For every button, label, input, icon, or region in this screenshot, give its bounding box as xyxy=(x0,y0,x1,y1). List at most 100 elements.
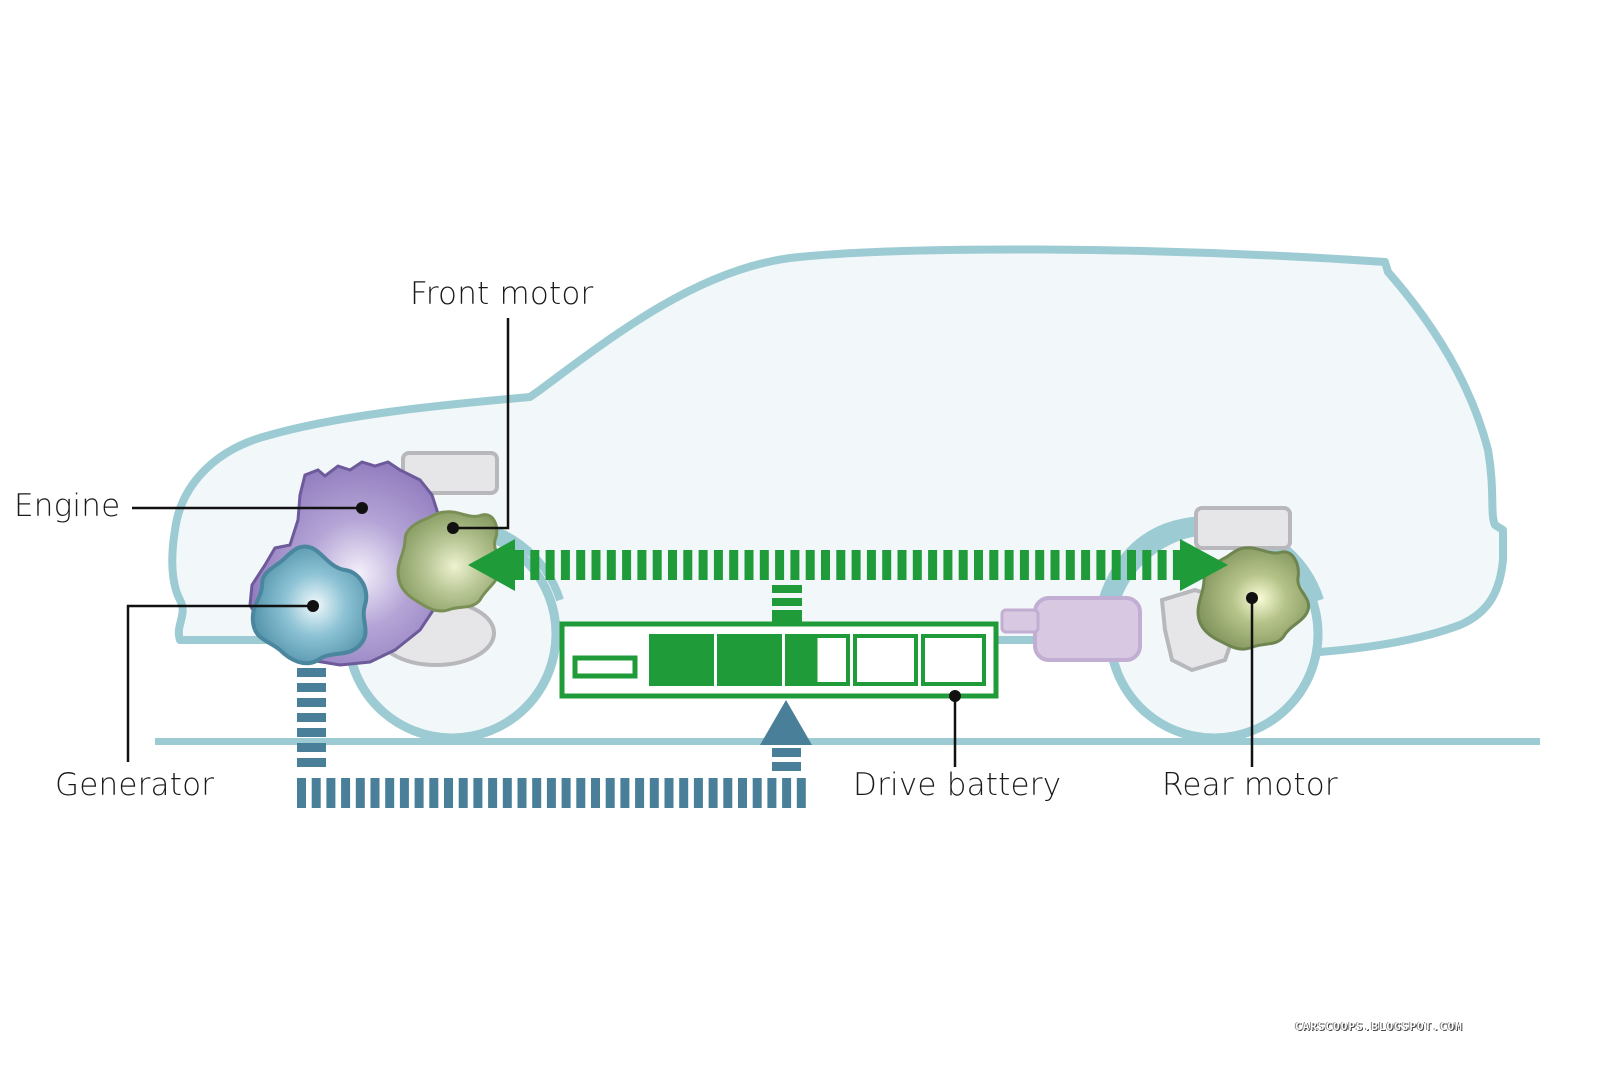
flow-dash xyxy=(928,550,938,580)
flow-dash xyxy=(958,550,968,580)
flow-dash xyxy=(805,550,815,580)
engine-dot xyxy=(356,502,368,514)
flow-dash xyxy=(1065,550,1075,580)
flow-dash xyxy=(851,550,861,580)
flow-dash xyxy=(546,778,556,808)
flow-dash xyxy=(943,550,953,580)
flow-dash xyxy=(912,550,922,580)
flow-dash-vertical xyxy=(772,748,801,757)
flow-dash-vertical xyxy=(772,762,801,771)
flow-arrowhead-front xyxy=(468,539,515,591)
flow-dash xyxy=(1127,550,1136,580)
battery-cell xyxy=(853,634,918,686)
flow-dash xyxy=(576,550,586,580)
generator-dot xyxy=(307,600,319,612)
ground-line xyxy=(155,738,1540,745)
flow-dash xyxy=(591,778,600,808)
flow-dash xyxy=(836,550,846,580)
flow-dash-vertical xyxy=(297,668,326,677)
flow-dash xyxy=(1172,550,1182,580)
flow-dash xyxy=(1142,550,1152,580)
generator-leader xyxy=(126,604,313,762)
battery-cell-fill xyxy=(651,636,712,684)
flow-dash xyxy=(561,778,571,808)
flow-dash xyxy=(622,550,632,580)
battery-dot xyxy=(949,690,961,702)
flow-dash xyxy=(775,550,785,580)
flow-dash xyxy=(311,778,321,808)
flow-dash xyxy=(605,778,615,808)
flow-dash xyxy=(693,778,703,808)
flow-dash xyxy=(532,778,542,808)
flow-dash xyxy=(1050,550,1060,580)
label-generator: Generator xyxy=(55,767,215,803)
flow-dash-vertical xyxy=(297,713,326,722)
flow-dash xyxy=(591,550,601,580)
flow-dash xyxy=(882,550,892,580)
label-rear-motor: Rear motor xyxy=(1162,767,1338,803)
flow-dash xyxy=(515,550,524,580)
flow-dash xyxy=(698,550,708,580)
flow-dash xyxy=(713,550,723,580)
flow-dash xyxy=(767,778,777,808)
flow-dash xyxy=(683,550,693,580)
flow-dash xyxy=(1111,550,1121,580)
flow-dash xyxy=(576,778,586,808)
generator-to-battery-flow xyxy=(297,668,806,808)
flow-dash xyxy=(560,550,570,580)
flow-dash xyxy=(1157,550,1167,580)
flow-dash xyxy=(458,778,468,808)
battery-cell-fill xyxy=(787,636,818,684)
flow-dash xyxy=(1004,550,1014,580)
flow-dash-vertical xyxy=(297,683,326,692)
flow-dash xyxy=(664,778,674,808)
flow-dash xyxy=(414,778,424,808)
flow-dash xyxy=(297,778,306,808)
flow-dash xyxy=(723,778,733,808)
flow-dash xyxy=(897,550,907,580)
battery-terminal xyxy=(572,655,638,679)
flow-dash xyxy=(759,550,769,580)
flow-dash xyxy=(517,778,527,808)
label-engine: Engine xyxy=(14,488,121,524)
flow-arrowhead-rear xyxy=(1180,539,1228,591)
flow-dash xyxy=(341,778,351,808)
flow-dash xyxy=(989,550,999,580)
flow-dash xyxy=(385,778,395,808)
flow-dash xyxy=(790,550,800,580)
flow-dash xyxy=(708,778,718,808)
flow-dash xyxy=(738,778,747,808)
watermark: CARSCOOPS.BLOGSPOT.COM xyxy=(1295,1020,1463,1033)
flow-dash xyxy=(399,778,409,808)
flow-dash xyxy=(1019,550,1029,580)
battery-cell xyxy=(921,634,986,686)
flow-dash-vertical xyxy=(297,743,326,752)
front-motor-leader xyxy=(453,318,510,530)
flow-dash xyxy=(429,778,439,808)
flow-dash xyxy=(752,778,762,808)
leader-dots xyxy=(307,502,1258,702)
flow-dash xyxy=(821,550,830,580)
drive-battery xyxy=(559,621,999,699)
flow-dash xyxy=(635,778,645,808)
flow-dash xyxy=(729,550,739,580)
flow-dash xyxy=(370,778,380,808)
flow-dash xyxy=(679,778,689,808)
flow-dash xyxy=(326,778,336,808)
flow-dash xyxy=(744,550,754,580)
battery-cell-fill xyxy=(719,636,780,684)
front-motor-dot xyxy=(447,522,459,534)
flow-dash xyxy=(545,550,555,580)
flow-arrowhead-battery xyxy=(760,700,812,745)
flow-dash xyxy=(1081,550,1091,580)
rear-tank xyxy=(1033,596,1142,662)
flow-dash xyxy=(866,550,876,580)
rear-motor-dot xyxy=(1246,592,1258,604)
flow-dash xyxy=(444,778,453,808)
label-front-motor: Front motor xyxy=(410,276,594,312)
leader-lines xyxy=(126,318,1254,767)
battery-to-motors-flow xyxy=(515,550,1182,580)
rear-tank-connector xyxy=(1000,608,1040,634)
